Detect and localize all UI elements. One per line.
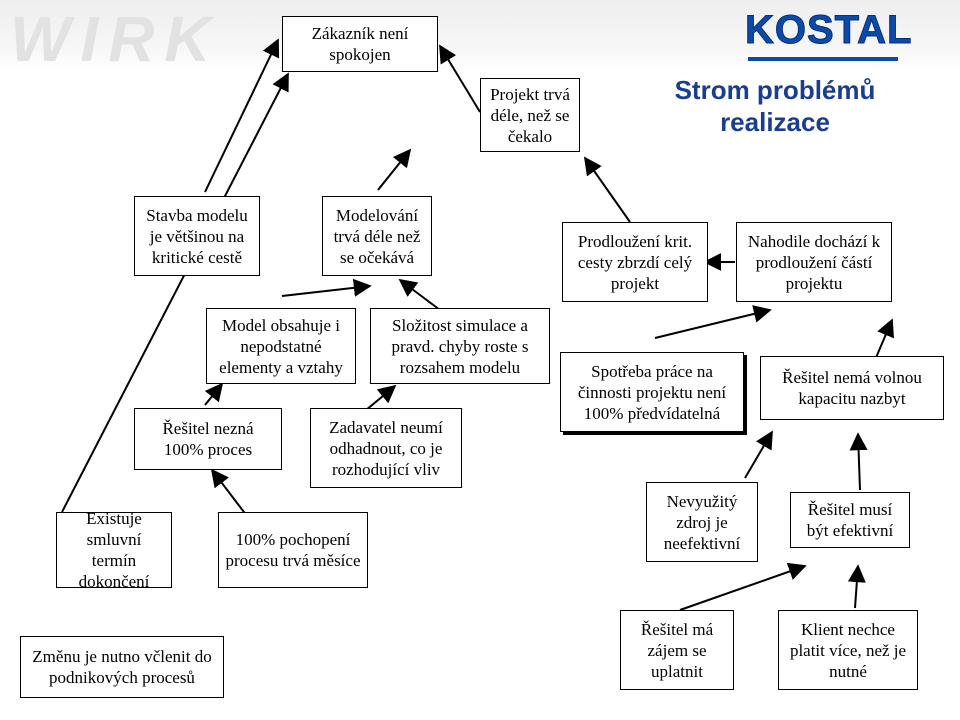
arrow-n4-n2 xyxy=(377,148,412,191)
node-existuje-smluvni-termin: Existuje smluvní termín dokončení xyxy=(56,509,172,591)
arrow-n19-n16 xyxy=(847,564,866,609)
node-slozitost-simulace: Složitost simulace a pravd. chyby roste … xyxy=(370,308,550,384)
diagram-title: Strom problémů realizace xyxy=(674,75,876,137)
node-klient-nechce-platit: Klient nechce platit více, než je nutné xyxy=(778,610,918,690)
node-nevyuzity-zdroj: Nevyužitý zdroj je neefektivní xyxy=(646,482,758,562)
node-resitel-ma-zajem: Řešitel má zájem se uplatnit xyxy=(620,610,734,690)
logo-underline xyxy=(748,57,898,61)
node-stavba-modelu: Stavba modelu je většinou na kritické ce… xyxy=(134,196,260,276)
arrow-n15-n10 xyxy=(744,430,773,479)
arrow-n14-n11 xyxy=(210,468,251,521)
arrow-n16-n10 xyxy=(849,432,868,491)
arrow-n13-n1 xyxy=(61,72,289,513)
arrow-n10-n6 xyxy=(874,318,894,361)
arrow-n9-n6 xyxy=(654,305,772,339)
node-prodlouzeni-krit-cesty: Prodloužení krit. cesty zbrzdí celý proj… xyxy=(562,222,708,302)
watermark: WIRK xyxy=(10,3,221,75)
node-zakaznik-neni-spokojen: Zákazník není spokojen xyxy=(282,16,438,72)
arrow-n3-n1 xyxy=(204,38,280,193)
node-resitel-nezna-proces: Řešitel nezná 100% proces xyxy=(134,408,282,470)
company-logo: KOSTAL xyxy=(744,8,913,53)
node-spotreba-prace: Spotřeba práce na činnosti projektu není… xyxy=(560,352,744,432)
node-zadavatel-neumi: Zadavatel neumí odhadnout, co je rozhodu… xyxy=(310,408,462,488)
arrow-n7-n4 xyxy=(281,278,372,297)
node-pochopeni-procesu: 100% pochopení procesu trvá měsíce xyxy=(218,512,368,588)
arrow-n18-n16 xyxy=(679,562,807,611)
arrow-n11-n7 xyxy=(204,382,224,406)
node-zmenu-je-nutno-vclenit: Změnu je nutno včlenit do podnikových pr… xyxy=(20,636,224,698)
header-banner: WIRK xyxy=(0,0,960,75)
arrow-n2-n1 xyxy=(439,44,481,113)
node-nahodile-dochazi: Nahodile dochází k prodloužení částí pro… xyxy=(736,222,892,302)
node-resitel-nema-kapacitu: Řešitel nemá volnou kapacitu nazbyt xyxy=(760,356,944,420)
node-modelovani-trva-dele: Modelování trvá déle než se očekává xyxy=(322,196,432,276)
node-model-obsahuje: Model obsahuje i nepodstatné elementy a … xyxy=(206,308,356,384)
arrow-n8-n4 xyxy=(398,278,441,311)
arrow-n5-n2 xyxy=(583,156,631,223)
node-resitel-musi-byt-efektivni: Řešitel musí být efektivní xyxy=(790,492,910,548)
node-projekt-trva-dele: Projekt trvá déle, než se čekalo xyxy=(480,78,580,152)
